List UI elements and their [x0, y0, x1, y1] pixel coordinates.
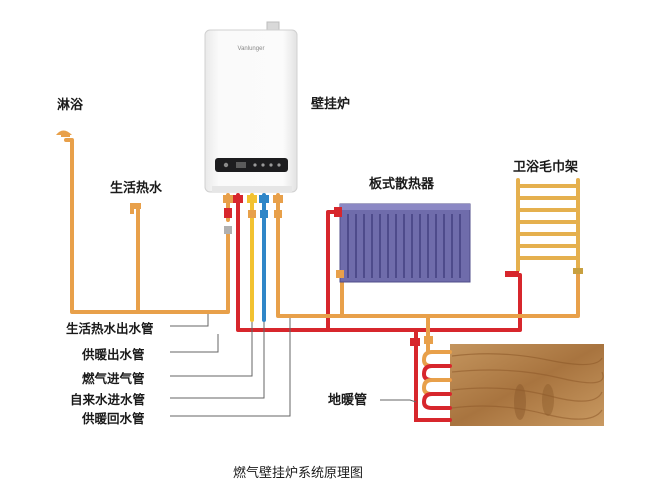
- underfloor-pipe-label: 地暖管: [328, 393, 368, 408]
- underfloor-coil: [414, 338, 452, 422]
- domestic-hot-water-label: 生活热水: [110, 181, 163, 196]
- pipe-label-hot-water-out: 生活热水出水管: [66, 321, 154, 336]
- tap-icon: [130, 203, 141, 214]
- shower-label: 淋浴: [57, 98, 84, 113]
- underfloor-floor: [450, 344, 604, 426]
- diagram-caption: 燃气壁挂炉系统原理图: [233, 466, 364, 481]
- boiler-unit: Vanlunger: [204, 21, 298, 193]
- boiler-brand: Vanlunger: [238, 46, 265, 52]
- pipe-label-heating-return: 供暖回水管: [82, 411, 145, 426]
- shower-head-icon: [56, 130, 72, 137]
- towel-rack-label: 卫浴毛巾架: [513, 160, 579, 175]
- pipe-fittings: [223, 195, 433, 346]
- boiler-label: 壁挂炉: [311, 97, 351, 112]
- radiator-label: 板式散热器: [369, 177, 435, 192]
- towel-rack: [516, 178, 580, 272]
- label-leader-lines: [170, 314, 417, 417]
- towel-rack-return-fitting: [573, 268, 583, 274]
- towel-rack-valve: [505, 271, 519, 277]
- panel-radiator: [334, 203, 471, 283]
- pipe-label-heating-supply: 供暖出水管: [82, 347, 145, 362]
- domestic-hot-water-pipe: [64, 138, 230, 314]
- pipe-label-gas-inlet: 燃气进气管: [82, 371, 145, 386]
- boiler-control-panel: [215, 158, 288, 172]
- pipe-label-cold-water-inlet: 自来水进水管: [70, 392, 146, 407]
